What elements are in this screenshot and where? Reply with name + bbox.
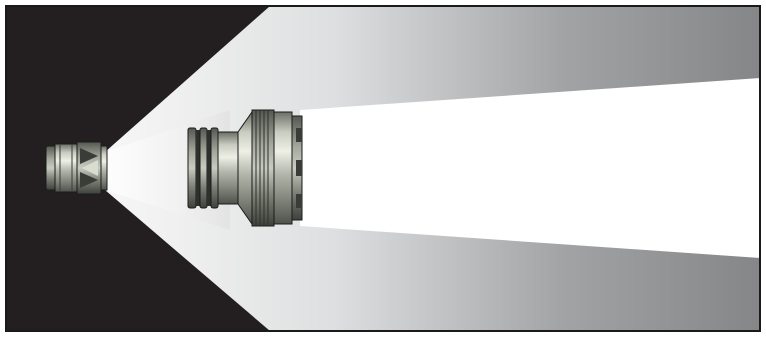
flashlight-icon (46, 142, 107, 194)
